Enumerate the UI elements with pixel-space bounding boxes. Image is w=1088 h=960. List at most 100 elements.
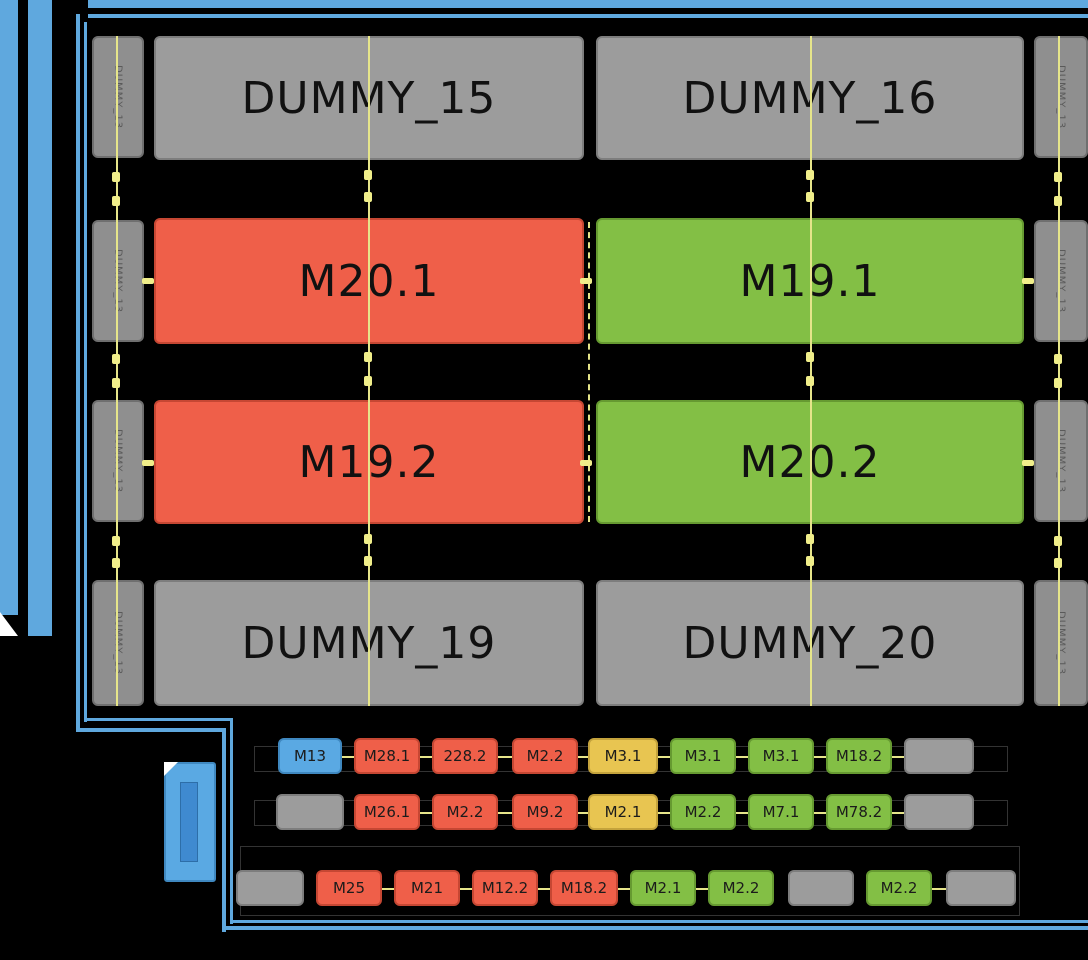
side-block-left-4[interactable]: DUMMY_13 (92, 580, 144, 706)
wire (658, 756, 670, 758)
block-label: M19.1 (739, 255, 881, 307)
pin-dot (1022, 278, 1034, 284)
cell-row-3: M25 M21 M12.2 M18.2 M2.1 M2.2 M2.2 (236, 870, 1020, 910)
cell-m2-2-green-b[interactable]: M2.2 (866, 870, 932, 906)
cell-m18-2[interactable]: M18.2 (826, 738, 892, 774)
cell-blank[interactable] (788, 870, 854, 906)
frame-left-inner (76, 14, 80, 732)
io-pad-corner (164, 762, 178, 776)
frame-step-v (222, 728, 226, 932)
side-block-right-1[interactable]: DUMMY_13 (1034, 36, 1088, 158)
wire (342, 756, 354, 758)
junction-dot (806, 534, 814, 544)
cell-m12-2[interactable]: M12.2 (472, 870, 538, 906)
wire (420, 812, 432, 814)
pin-dot (580, 278, 592, 284)
cell-m2-2[interactable]: M2.2 (432, 794, 498, 830)
wire-center-dashed (588, 222, 590, 522)
cell-m2-2-green[interactable]: M2.2 (670, 794, 736, 830)
junction-dot (364, 352, 372, 362)
io-pad-inner (180, 782, 198, 862)
junction-dot (112, 172, 120, 182)
side-block-right-4[interactable]: DUMMY_13 (1034, 580, 1088, 706)
wire (538, 888, 550, 890)
junction-dot (1054, 196, 1062, 206)
cell-blank[interactable] (276, 794, 344, 830)
junction-dot (364, 534, 372, 544)
cell-row-2: M26.1 M2.2 M9.2 M2.1 M2.2 M7.1 M78.2 (276, 794, 976, 834)
cell-m3-1-yellow[interactable]: M3.1 (588, 738, 658, 774)
cell-m21[interactable]: M21 (394, 870, 460, 906)
wire-col1 (368, 36, 370, 706)
side-block-right-3[interactable]: DUMMY_13 (1034, 400, 1088, 522)
cell-m2-1-yellow[interactable]: M2.1 (588, 794, 658, 830)
junction-dot (806, 352, 814, 362)
junction-dot (806, 376, 814, 386)
cell-m25[interactable]: M25 (316, 870, 382, 906)
frame-top-inner (88, 14, 1088, 18)
wire-right (1058, 36, 1060, 706)
frame-step-h (76, 728, 226, 732)
frame-left-inner2 (84, 22, 87, 722)
junction-dot (806, 170, 814, 180)
wire (498, 756, 512, 758)
cell-m26-1[interactable]: M26.1 (354, 794, 420, 830)
junction-dot (1054, 536, 1062, 546)
side-block-left-2[interactable]: DUMMY_13 (92, 220, 144, 342)
cell-m2-1-green[interactable]: M2.1 (630, 870, 696, 906)
junction-dot (112, 354, 120, 364)
junction-dot (112, 378, 120, 388)
cell-blank[interactable] (904, 794, 974, 830)
cell-m9-2[interactable]: M9.2 (512, 794, 578, 830)
wire (618, 888, 630, 890)
wire (578, 756, 588, 758)
cell-m13[interactable]: M13 (278, 738, 342, 774)
cell-m7-1[interactable]: M7.1 (748, 794, 814, 830)
cell-m2-2-green[interactable]: M2.2 (708, 870, 774, 906)
wire (736, 812, 748, 814)
wire (696, 888, 708, 890)
pin-dot (142, 278, 154, 284)
junction-dot (112, 196, 120, 206)
frame-left-outer (0, 0, 18, 615)
pin-dot (1022, 460, 1034, 466)
block-label: DUMMY_16 (682, 72, 938, 124)
junction-dot (112, 558, 120, 568)
wire-col2 (810, 36, 812, 706)
wire (814, 756, 826, 758)
cell-m78-2[interactable]: M78.2 (826, 794, 892, 830)
cell-m28-1[interactable]: M28.1 (354, 738, 420, 774)
cell-blank[interactable] (904, 738, 974, 774)
cell-m2-2[interactable]: M2.2 (512, 738, 578, 774)
junction-dot (1054, 354, 1062, 364)
pin-dot (142, 460, 154, 466)
cell-blank[interactable] (236, 870, 304, 906)
cell-228-2[interactable]: 228.2 (432, 738, 498, 774)
cell-m3-1-b[interactable]: M3.1 (748, 738, 814, 774)
junction-dot (806, 192, 814, 202)
wire (814, 812, 826, 814)
wire (460, 888, 472, 890)
side-block-right-2[interactable]: DUMMY_13 (1034, 220, 1088, 342)
frame-step-h2 (84, 718, 232, 721)
cell-m18-2[interactable]: M18.2 (550, 870, 618, 906)
block-label: M20.2 (739, 436, 881, 488)
cell-row-1: M13 M28.1 228.2 M2.2 M3.1 M3.1 M3.1 M18.… (276, 736, 976, 776)
junction-dot (364, 192, 372, 202)
wire (932, 888, 946, 890)
junction-dot (364, 556, 372, 566)
block-label: DUMMY_20 (682, 617, 938, 669)
frame-left-mid (28, 0, 52, 636)
junction-dot (806, 556, 814, 566)
cell-blank[interactable] (946, 870, 1016, 906)
junction-dot (1054, 378, 1062, 388)
side-block-left-1[interactable]: DUMMY_13 (92, 36, 144, 158)
junction-dot (364, 376, 372, 386)
junction-dot (1054, 172, 1062, 182)
wire (382, 888, 394, 890)
side-block-left-3[interactable]: DUMMY_13 (92, 400, 144, 522)
wire (498, 812, 512, 814)
wire (892, 812, 904, 814)
cell-m3-1-a[interactable]: M3.1 (670, 738, 736, 774)
wire (658, 812, 670, 814)
